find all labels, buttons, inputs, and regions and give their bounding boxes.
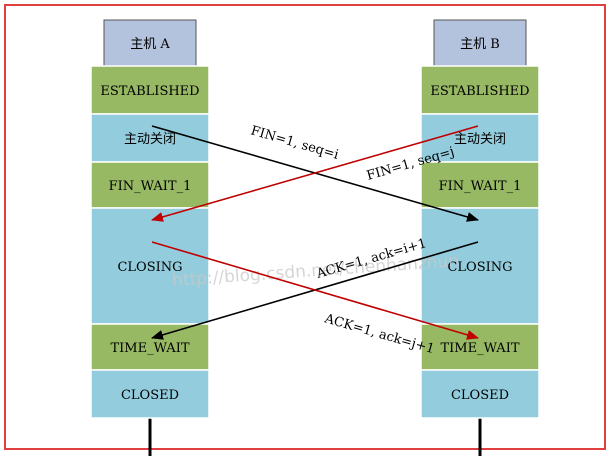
host-a-state-label: ESTABLISHED [100,84,199,99]
host-a-state-box [90,65,210,115]
diagram-frame [4,4,606,450]
message-arrow-ack-a [151,241,479,340]
host-a-state-label: CLOSED [121,388,179,403]
message-arrow-fin-b [151,125,479,222]
message-label-fin-a: FIN=1, seq=i [249,123,340,162]
host-b-state-box [420,369,540,419]
host-a-state-label: 主动关闭 [124,132,176,147]
host-b-state-label: 主动关闭 [454,132,506,147]
host-a-state-label: TIME_WAIT [110,341,189,356]
host-a-state-box [90,207,210,325]
host-a-label: 主机 A [130,37,170,52]
message-label-ack-a: ACK=1, ack=j+1 [322,311,436,357]
host-b-state-label: FIN_WAIT_1 [439,179,522,194]
host-b-state-box [420,207,540,325]
host-b-state-box [420,323,540,371]
host-a-state-label: CLOSING [117,260,182,275]
host-a-box: 主机 A [103,19,197,67]
host-b-state-label: TIME_WAIT [440,341,519,356]
host-a-state-box [90,323,210,371]
host-a-state-box [90,369,210,419]
host-b-state-box [420,161,540,209]
host-b-state-box [420,65,540,115]
host-b-state-box [420,113,540,163]
host-b-box: 主机 B [433,19,527,67]
host-b-state-label: CLOSED [451,388,509,403]
host-a-state-box [90,113,210,163]
host-b-label: 主机 B [460,37,500,52]
host-b-state-label: ESTABLISHED [430,84,529,99]
host-b-state-label: CLOSING [447,260,512,275]
host-a-state-label: FIN_WAIT_1 [109,179,192,194]
